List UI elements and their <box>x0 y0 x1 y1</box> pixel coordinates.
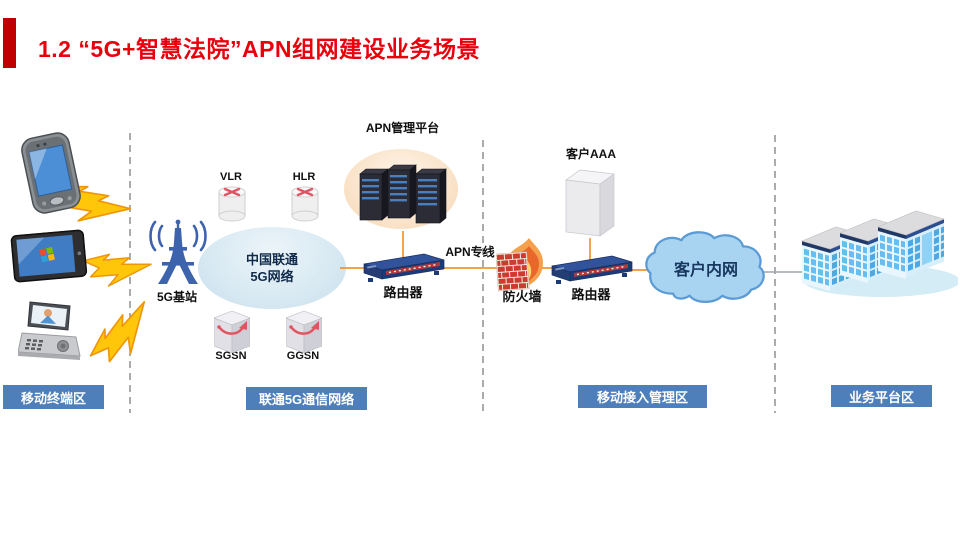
apn-dedicated-line-label: APN专线 <box>445 245 495 259</box>
zone-label-mobile-access-mgmt: 移动接入管理区 <box>578 385 707 408</box>
zone-label-business-platform: 业务平台区 <box>831 385 932 407</box>
router-right-label: 路由器 <box>571 287 611 302</box>
router-left-icon <box>362 252 446 284</box>
hlr-label: HLR <box>292 171 316 183</box>
customer-aaa-server-icon <box>562 166 618 240</box>
sgsn-node-icon <box>214 311 250 353</box>
title-accent-bar <box>3 18 16 68</box>
base-station-tower-icon <box>148 212 208 290</box>
firewall-label: 防火墙 <box>502 289 542 304</box>
customer-aaa-label: 客户AAA <box>566 147 616 161</box>
router-left-label: 路由器 <box>383 285 423 300</box>
platform-buildings-icon <box>788 203 958 299</box>
firewall-icon <box>496 238 548 294</box>
zone-label-mobile-terminal: 移动终端区 <box>3 385 104 409</box>
ggsn-label: GGSN <box>286 350 320 362</box>
smartphone-icon <box>18 130 83 217</box>
customer-intranet-cloud <box>642 230 770 306</box>
unicom-cloud-label-line2: 5G网络 <box>250 269 294 284</box>
lightning-bolt-videophone <box>89 300 146 363</box>
customer-intranet-label: 客户内网 <box>673 262 738 279</box>
router-right-icon <box>550 254 634 286</box>
zone-divider-lines <box>129 133 776 413</box>
video-terminal-icon <box>18 300 82 368</box>
ggsn-node-icon <box>286 311 322 353</box>
vlr-label: VLR <box>220 171 242 183</box>
sgsn-label: SGSN <box>215 350 247 362</box>
vlr-database-icon <box>217 184 247 222</box>
unicom-cloud-label-line1: 中国联通 <box>245 252 298 267</box>
apn-platform-servers-icon <box>352 158 452 224</box>
apn-platform-label: APN管理平台 <box>365 121 440 135</box>
lightning-bolt-tablet <box>82 253 152 287</box>
page-title: 1.2 “5G+智慧法院”APN组网建设业务场景 <box>38 36 481 62</box>
tablet-icon <box>10 229 88 285</box>
unicom-5g-cloud: 中国联通 5G网络 <box>198 227 346 309</box>
base-station-label: 5G基站 <box>156 290 197 304</box>
zone-label-unicom-5g-network: 联通5G通信网络 <box>246 387 367 410</box>
hlr-database-icon <box>290 184 320 222</box>
